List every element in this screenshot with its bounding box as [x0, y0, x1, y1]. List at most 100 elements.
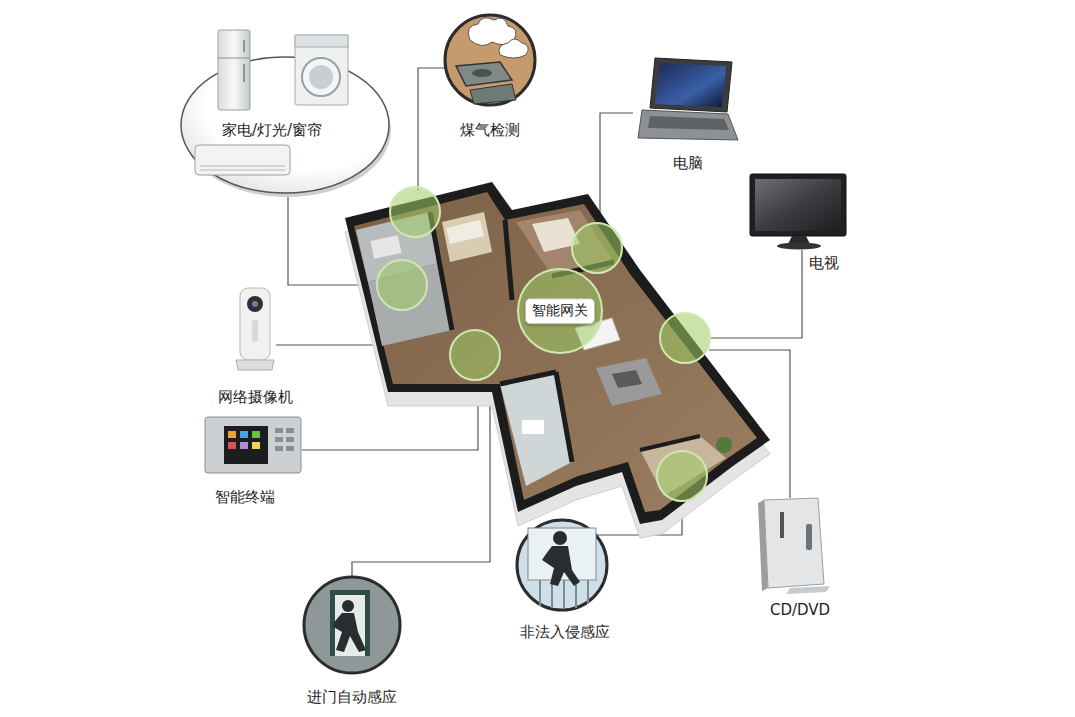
dvd-icon-part	[764, 498, 824, 588]
terminal-icon-part	[228, 442, 236, 449]
dvd-icon-part	[806, 524, 812, 550]
sensor-highlights-part	[518, 269, 602, 353]
node-text: 进门自动感应	[307, 688, 397, 707]
terminal-icon-part	[286, 437, 294, 442]
apartment-illustration-part	[612, 370, 642, 388]
apartment-illustration-part	[500, 372, 556, 384]
terminal-icon-part	[275, 446, 283, 451]
gas-icon-part	[472, 69, 492, 77]
apartment-illustration-part	[442, 212, 492, 262]
terminal-icon-part	[224, 426, 268, 464]
sensor-highlights	[377, 187, 710, 501]
terminal-icon-part	[240, 442, 248, 449]
intrusion-icon-part	[539, 580, 541, 606]
terminal-icon-part	[275, 428, 283, 433]
apartment-illustration-part	[354, 192, 757, 512]
terminal-icon-part	[240, 431, 248, 438]
camera-icon-part	[252, 301, 258, 307]
tv-icon	[750, 174, 846, 250]
node-text: 智能网关	[532, 302, 588, 320]
leader-lines-part	[276, 344, 382, 345]
appliance-group-part	[200, 166, 285, 167]
camera-icon-part	[252, 320, 258, 342]
apartment-illustration-part	[596, 358, 662, 406]
terminal-icon-part	[228, 431, 236, 438]
sensor-highlights-part	[377, 260, 427, 310]
appliance-group	[181, 30, 391, 197]
sensor-highlights-part	[450, 330, 500, 380]
apartment-illustration-part	[505, 220, 512, 300]
appliance-group-part	[195, 145, 290, 175]
apartment-illustration-part	[556, 372, 572, 462]
camera-icon-part	[240, 288, 270, 360]
intrusion-icon-part	[553, 531, 567, 545]
terminal-icon-part	[286, 446, 294, 451]
node-text: 煤气检测	[460, 121, 520, 140]
intrusion-icon-part	[587, 580, 589, 604]
appliance-group-part	[181, 57, 389, 193]
device-label: 网络摄像机	[218, 388, 293, 407]
leader-lines-part	[600, 113, 633, 226]
node-text: 非法入侵感应	[520, 623, 610, 642]
apartment-illustration-part	[522, 420, 544, 434]
terminal-icon	[205, 417, 301, 473]
appliance-group-part	[243, 40, 245, 52]
appliance-group-part	[243, 64, 245, 82]
appliance-group-part	[302, 58, 340, 96]
dvd-icon-part	[780, 512, 784, 538]
appliance-group-part	[309, 65, 333, 89]
gateway-box: 智能网关	[525, 298, 595, 324]
apartment-illustration-part	[370, 235, 401, 258]
leader-lines-part	[710, 250, 802, 338]
camera-icon-part	[247, 296, 263, 312]
dvd-icon	[758, 498, 830, 594]
apartment-illustration-part	[716, 437, 732, 453]
node-text: 电脑	[673, 154, 703, 173]
apartment-illustration-part	[500, 372, 572, 486]
node-text: 家电/灯光/窗帘	[222, 121, 322, 140]
door-icon-part	[332, 613, 366, 652]
node-text: 网络摄像机	[218, 388, 293, 407]
apartment-illustration-part	[446, 220, 484, 244]
apartment-illustration-part	[345, 182, 770, 524]
gas-icon-part	[456, 62, 512, 86]
door-icon	[304, 577, 400, 673]
gas-icon	[445, 15, 535, 105]
appliance-group-part	[218, 58, 250, 59]
leader-lines-part	[418, 68, 445, 190]
gas-icon-part	[499, 39, 528, 58]
apartment-illustration	[345, 182, 770, 538]
door-icon-part	[330, 590, 370, 656]
sensor-highlights-part	[572, 223, 622, 273]
appliance-group-part	[200, 170, 285, 171]
gas-icon-part	[445, 15, 535, 105]
intrusion-icon-part	[563, 580, 565, 609]
leader-lines-part	[352, 380, 490, 577]
terminal-icon-part	[286, 428, 294, 433]
camera-icon	[236, 288, 274, 370]
dvd-icon-part	[786, 586, 830, 594]
terminal-icon-part	[252, 431, 260, 438]
laptop-icon-part	[650, 58, 732, 112]
device-label: 电视	[809, 254, 839, 273]
door-icon-part	[304, 577, 400, 673]
sensor-highlights-part	[657, 451, 707, 501]
appliance-group-part	[218, 30, 250, 110]
intrusion-icon-part	[542, 546, 580, 586]
sensor-highlights-part	[390, 187, 440, 237]
node-text: 电视	[809, 254, 839, 273]
terminal-icon-part	[275, 437, 283, 442]
device-label: 智能终端	[215, 488, 275, 507]
camera-icon-part	[236, 360, 274, 370]
gas-icon-part	[470, 84, 516, 104]
laptop-icon-part	[655, 63, 726, 107]
intrusion-icon-part	[517, 520, 607, 610]
tv-icon-part	[750, 174, 846, 236]
sensor-label: 非法入侵感应	[520, 623, 610, 642]
sensor-label: 进门自动感应	[307, 688, 397, 707]
tv-icon-part	[755, 179, 841, 231]
laptop-icon-part	[638, 110, 738, 140]
intrusion-icon	[517, 520, 607, 610]
device-label: 煤气检测	[460, 121, 520, 140]
